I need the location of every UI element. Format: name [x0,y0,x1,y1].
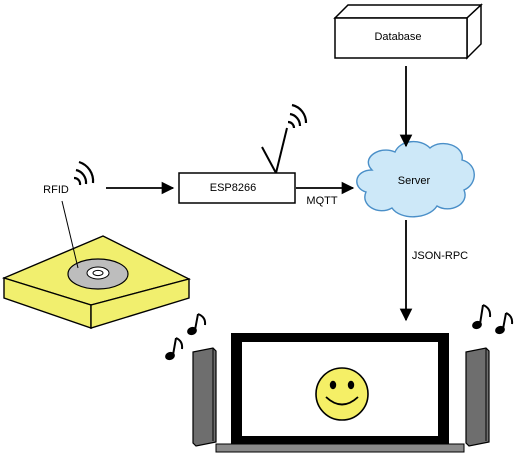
esp8266-label: ESP8266 [210,182,256,194]
wifi-signal-icon [287,103,308,129]
server-label: Server [398,175,431,187]
esp8266-node: ESP8266 [178,103,308,204]
speaker-left [192,347,217,447]
rfid-label: RFID [43,184,69,196]
cd-disc-icon [67,258,129,290]
database-node: Database [333,3,483,60]
rfid-node: RFID [43,160,95,196]
music-note-icon [472,304,514,335]
rfid-reader-device [1,200,191,329]
wifi-signal-icon [73,160,95,186]
antenna-icon [261,127,288,174]
database-label: Database [374,31,421,43]
television-device [215,333,465,453]
jsonrpc-edge-label: JSON-RPC [412,250,468,262]
speaker-right [465,347,490,447]
music-note-icon [165,313,207,361]
mqtt-edge-label: MQTT [306,195,337,207]
smiley-face-icon [315,367,369,421]
server-cloud-node: Server [356,141,475,218]
connection-arrows [106,66,413,322]
